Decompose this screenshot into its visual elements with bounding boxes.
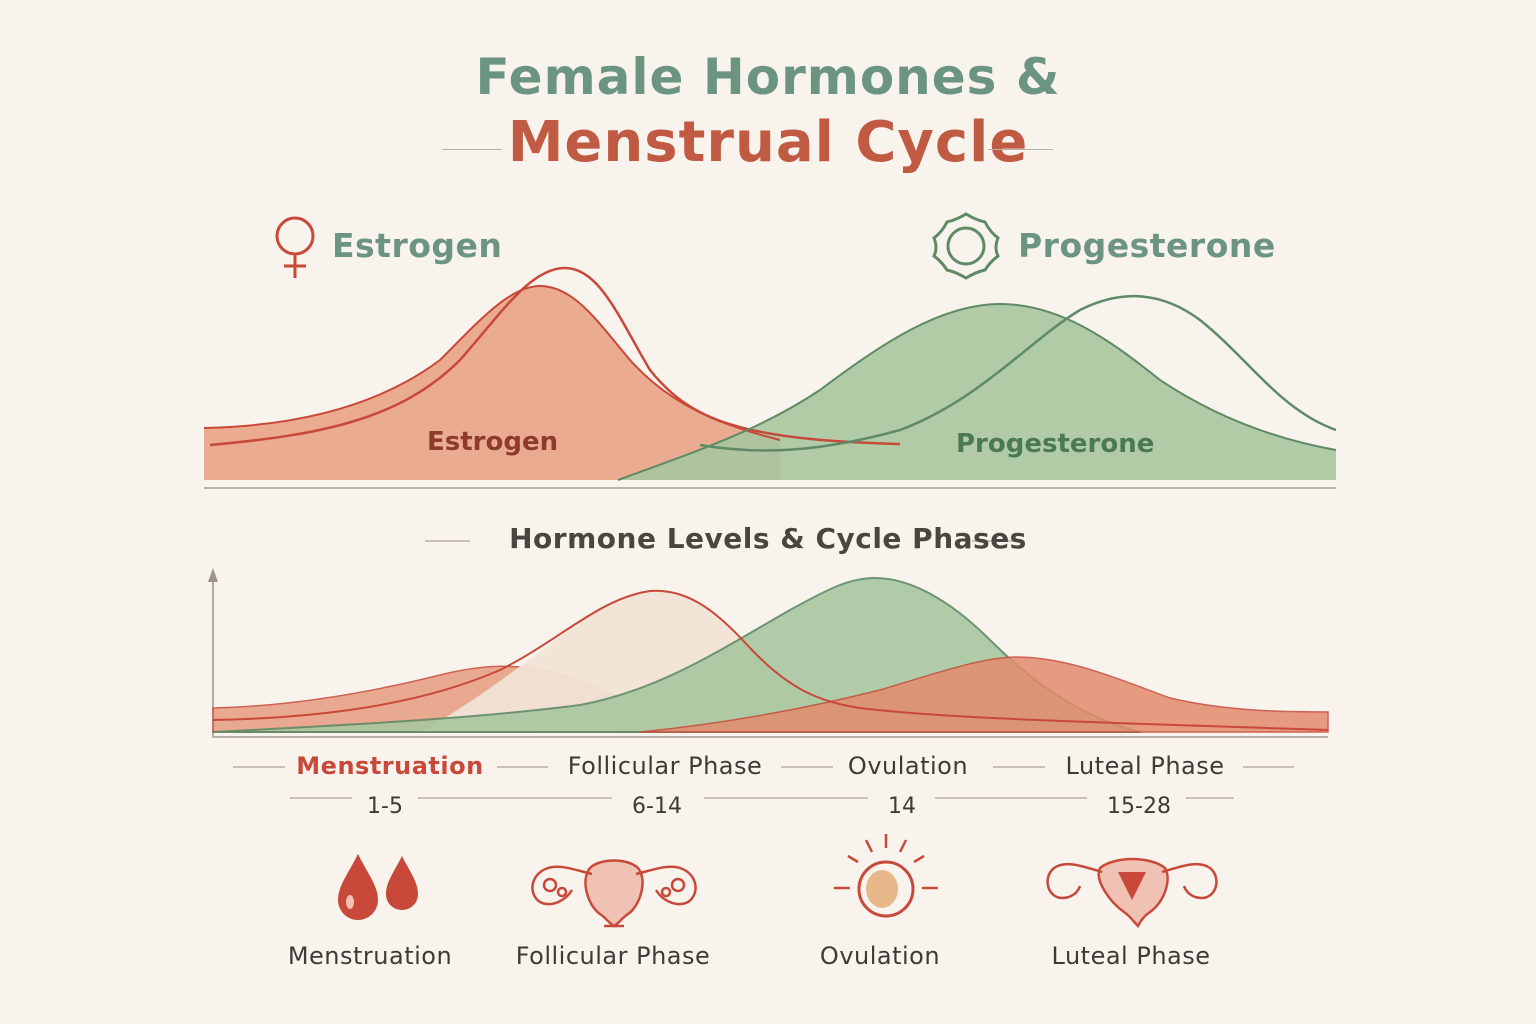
phase-name-luteal: Luteal Phase <box>1065 752 1225 780</box>
progesterone-area-outline <box>617 302 1337 481</box>
estrogen-header: Estrogen <box>332 226 503 265</box>
progesterone-area <box>618 304 1336 480</box>
phase-name-menstruation: Menstruation <box>296 752 484 780</box>
blood-drops-icon <box>338 854 418 920</box>
venus-symbol-icon <box>275 216 315 278</box>
estrogen-area-outline <box>203 284 781 441</box>
phase-name-ovulation: Ovulation <box>847 752 969 780</box>
phase-rules <box>233 540 1294 799</box>
icon-label-luteal: Luteal Phase <box>1051 942 1211 970</box>
icon-label-follicular: Follicular Phase <box>515 942 711 970</box>
estrogen-lower-line <box>212 589 1329 731</box>
uterus-icon <box>1046 857 1218 929</box>
icon-label-ovulation: Ovulation <box>819 942 941 970</box>
title-line-1: Female Hormones & <box>475 48 1061 106</box>
uterus-follicles-icon <box>531 859 697 928</box>
title-line-2: Menstrual Cycle <box>507 110 1029 175</box>
estrogen-luteal-area <box>639 656 1329 733</box>
estrogen-area <box>204 286 780 480</box>
progesterone-header: Progesterone <box>1018 226 1276 265</box>
progesterone-curve-label: Progesterone <box>956 429 1155 459</box>
phase-name-follicular: Follicular Phase <box>567 752 763 780</box>
phase-days-follicular: 6-14 <box>632 794 682 819</box>
title-rule-left <box>442 149 502 150</box>
phase-days-luteal: 15-28 <box>1107 794 1171 819</box>
phase-days-ovulation: 14 <box>888 794 916 819</box>
egg-sun-icon <box>834 834 938 918</box>
progesterone-line <box>699 294 1337 452</box>
flower-ring-icon <box>932 212 1000 280</box>
estrogen-curve-label: Estrogen <box>427 427 559 457</box>
phase-days-menstruation: 1-5 <box>367 794 403 819</box>
title-rule-right <box>988 149 1053 150</box>
icon-label-menstruation: Menstruation <box>287 942 453 970</box>
lower-chart-title: Hormone Levels & Cycle Phases <box>509 522 1027 555</box>
y-axis-arrow-icon <box>208 568 218 582</box>
